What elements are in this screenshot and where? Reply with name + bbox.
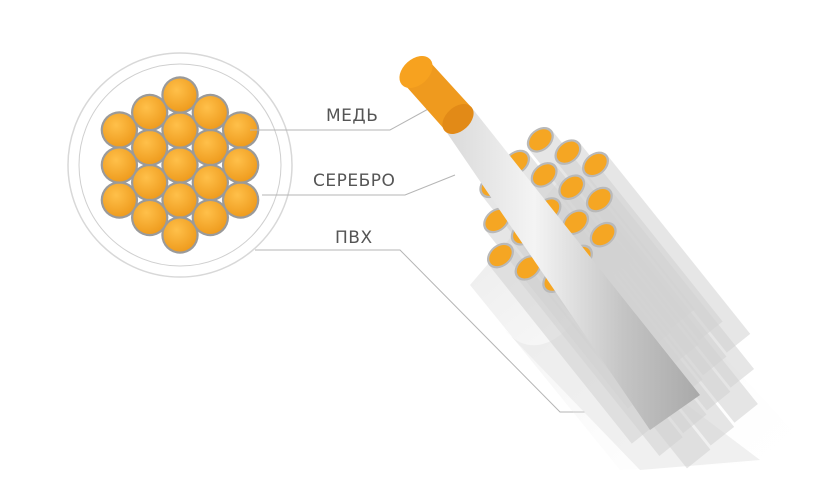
exposed-wire-cut xyxy=(442,104,474,134)
copper-strand xyxy=(224,148,258,182)
strand-face xyxy=(489,244,512,267)
leader-pvc xyxy=(255,249,585,413)
cross-section xyxy=(67,52,293,278)
copper-strand xyxy=(133,166,167,199)
leader-lines xyxy=(250,107,585,413)
copper-strand xyxy=(102,183,136,217)
copper-strand xyxy=(133,131,167,164)
strand-face xyxy=(485,209,508,232)
copper-strand xyxy=(163,183,197,217)
leader-silver xyxy=(262,174,456,196)
label-silver: СЕРЕБРО xyxy=(313,171,395,191)
copper-strand xyxy=(163,113,197,147)
leader-copper xyxy=(250,107,431,131)
copper-strand xyxy=(163,218,197,252)
copper-strand xyxy=(193,201,227,234)
copper-strand xyxy=(193,166,227,199)
copper-strand xyxy=(224,183,258,217)
strand-face xyxy=(560,176,583,198)
label-pvc: ПВХ xyxy=(335,228,373,248)
exposed-wire-tip xyxy=(399,56,433,88)
strand-tube xyxy=(583,155,751,353)
copper-strand xyxy=(193,131,227,164)
exposed-wire xyxy=(399,56,700,430)
strand-face xyxy=(584,153,607,176)
strand-tube xyxy=(587,190,755,388)
copper-strands xyxy=(100,76,260,254)
copper-strand xyxy=(133,96,167,129)
strand-face xyxy=(529,129,552,151)
strand-face xyxy=(532,164,556,186)
copper-strand xyxy=(133,201,167,234)
strand-tube xyxy=(591,225,758,423)
copper-strand xyxy=(163,78,197,112)
strand-face xyxy=(588,188,611,211)
copper-strand xyxy=(224,113,258,147)
copper-strand xyxy=(102,113,136,147)
copper-strand xyxy=(102,148,136,182)
strand-face xyxy=(592,224,615,246)
exposed-wire-insulation xyxy=(445,108,700,430)
strand-face xyxy=(556,141,580,163)
copper-strand xyxy=(193,96,227,129)
strand-face xyxy=(516,257,540,279)
copper-strand xyxy=(163,148,197,182)
strand-face xyxy=(564,211,587,233)
cable-3d xyxy=(399,56,820,470)
label-copper: МЕДЬ xyxy=(326,106,378,126)
